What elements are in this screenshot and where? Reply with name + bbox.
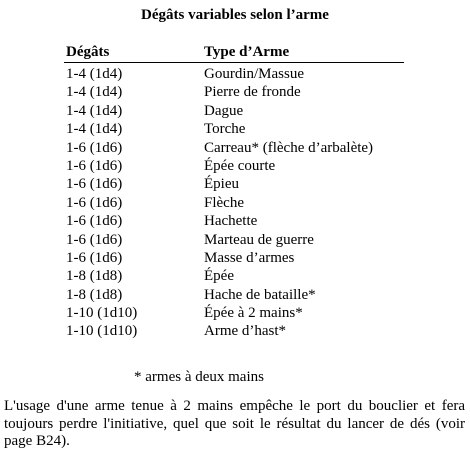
table-row: 1-8 (1d8) Hache de bataille*	[64, 286, 404, 304]
weapon-cell: Carreau* (flèche d’arbalète)	[204, 139, 374, 156]
weapon-cell: Épieu	[204, 176, 239, 193]
weapon-cell: Gourdin/Massue	[204, 66, 304, 82]
damage-cell: 1-4 (1d4)	[66, 84, 123, 101]
weapon-cell: Épée	[204, 268, 234, 285]
table-row: 1-6 (1d6) Hachette	[64, 212, 404, 230]
table-row: 1-6 (1d6) Flèche	[64, 194, 404, 212]
weapon-cell: Torche	[204, 121, 246, 138]
weapon-cell: Flèche	[204, 194, 244, 211]
table-row: 1-10 (1d10) Épée à 2 mains*	[64, 304, 404, 322]
damage-column-header: Dégâts	[66, 44, 110, 60]
damage-cell: 1-6 (1d6)	[66, 157, 123, 174]
weapon-cell: Marteau de guerre	[204, 231, 314, 248]
damage-cell: 1-4 (1d4)	[66, 121, 123, 138]
table-row: 1-10 (1d10) Arme d’hast*	[64, 322, 404, 340]
table-body: 1-4 (1d4) Gourdin/Massue 1-4 (1d4) Pierre d…	[64, 65, 404, 341]
page-title: Dégâts variables selon l’arme	[141, 7, 329, 23]
weapon-cell: Épée à 2 mains*	[204, 305, 303, 322]
damage-cell: 1-6 (1d6)	[66, 139, 123, 156]
weapon-cell: Masse d’armes	[204, 249, 295, 266]
table-row: 1-6 (1d6) Épieu	[64, 175, 404, 193]
weapon-cell: Épée courte	[204, 157, 276, 174]
damage-cell: 1-6 (1d6)	[66, 231, 123, 248]
table-row: 1-8 (1d8) Épée	[64, 267, 404, 285]
damage-cell: 1-4 (1d4)	[66, 66, 123, 82]
table-row: 1-4 (1d4) Dague	[64, 102, 404, 120]
weapon-cell: Dague	[204, 102, 244, 119]
damage-cell: 1-8 (1d8)	[66, 268, 123, 285]
footnote: * armes à deux mains	[134, 369, 264, 385]
damage-cell: 1-8 (1d8)	[66, 286, 123, 303]
weapon-cell: Hache de bataille*	[204, 286, 316, 303]
damage-cell: 1-6 (1d6)	[66, 176, 123, 193]
table-row: 1-6 (1d6) Masse d’armes	[64, 249, 404, 267]
damage-cell: 1-10 (1d10)	[66, 305, 138, 322]
table-row: 1-4 (1d4) Pierre de fronde	[64, 83, 404, 101]
weapon-cell: Hachette	[204, 213, 258, 230]
weapon-type-column-header: Type d’Arme	[204, 44, 290, 60]
damage-cell: 1-4 (1d4)	[66, 102, 123, 119]
table-row: 1-6 (1d6) Épée courte	[64, 157, 404, 175]
table-row: 1-4 (1d4) Torche	[64, 120, 404, 138]
weapon-cell: Arme d’hast*	[204, 323, 287, 340]
table-row: 1-6 (1d6) Carreau* (flèche d’arbalète)	[64, 139, 404, 157]
rules-paragraph: L'usage d'une arme tenue à 2 mains empêc…	[4, 398, 465, 449]
weapon-cell: Pierre de fronde	[204, 84, 301, 101]
damage-cell: 1-6 (1d6)	[66, 194, 123, 211]
damage-cell: 1-6 (1d6)	[66, 213, 123, 230]
damage-cell: 1-10 (1d10)	[66, 323, 138, 340]
damage-cell: 1-6 (1d6)	[66, 249, 123, 266]
damage-table: Dégâts Type d’Arme 1-4 (1d4) Gourdin/Mass…	[64, 42, 404, 341]
table-row: 1-4 (1d4) Gourdin/Massue	[64, 65, 404, 83]
table-header-row: Dégâts Type d’Arme	[64, 42, 404, 63]
table-row: 1-6 (1d6) Marteau de guerre	[64, 231, 404, 249]
